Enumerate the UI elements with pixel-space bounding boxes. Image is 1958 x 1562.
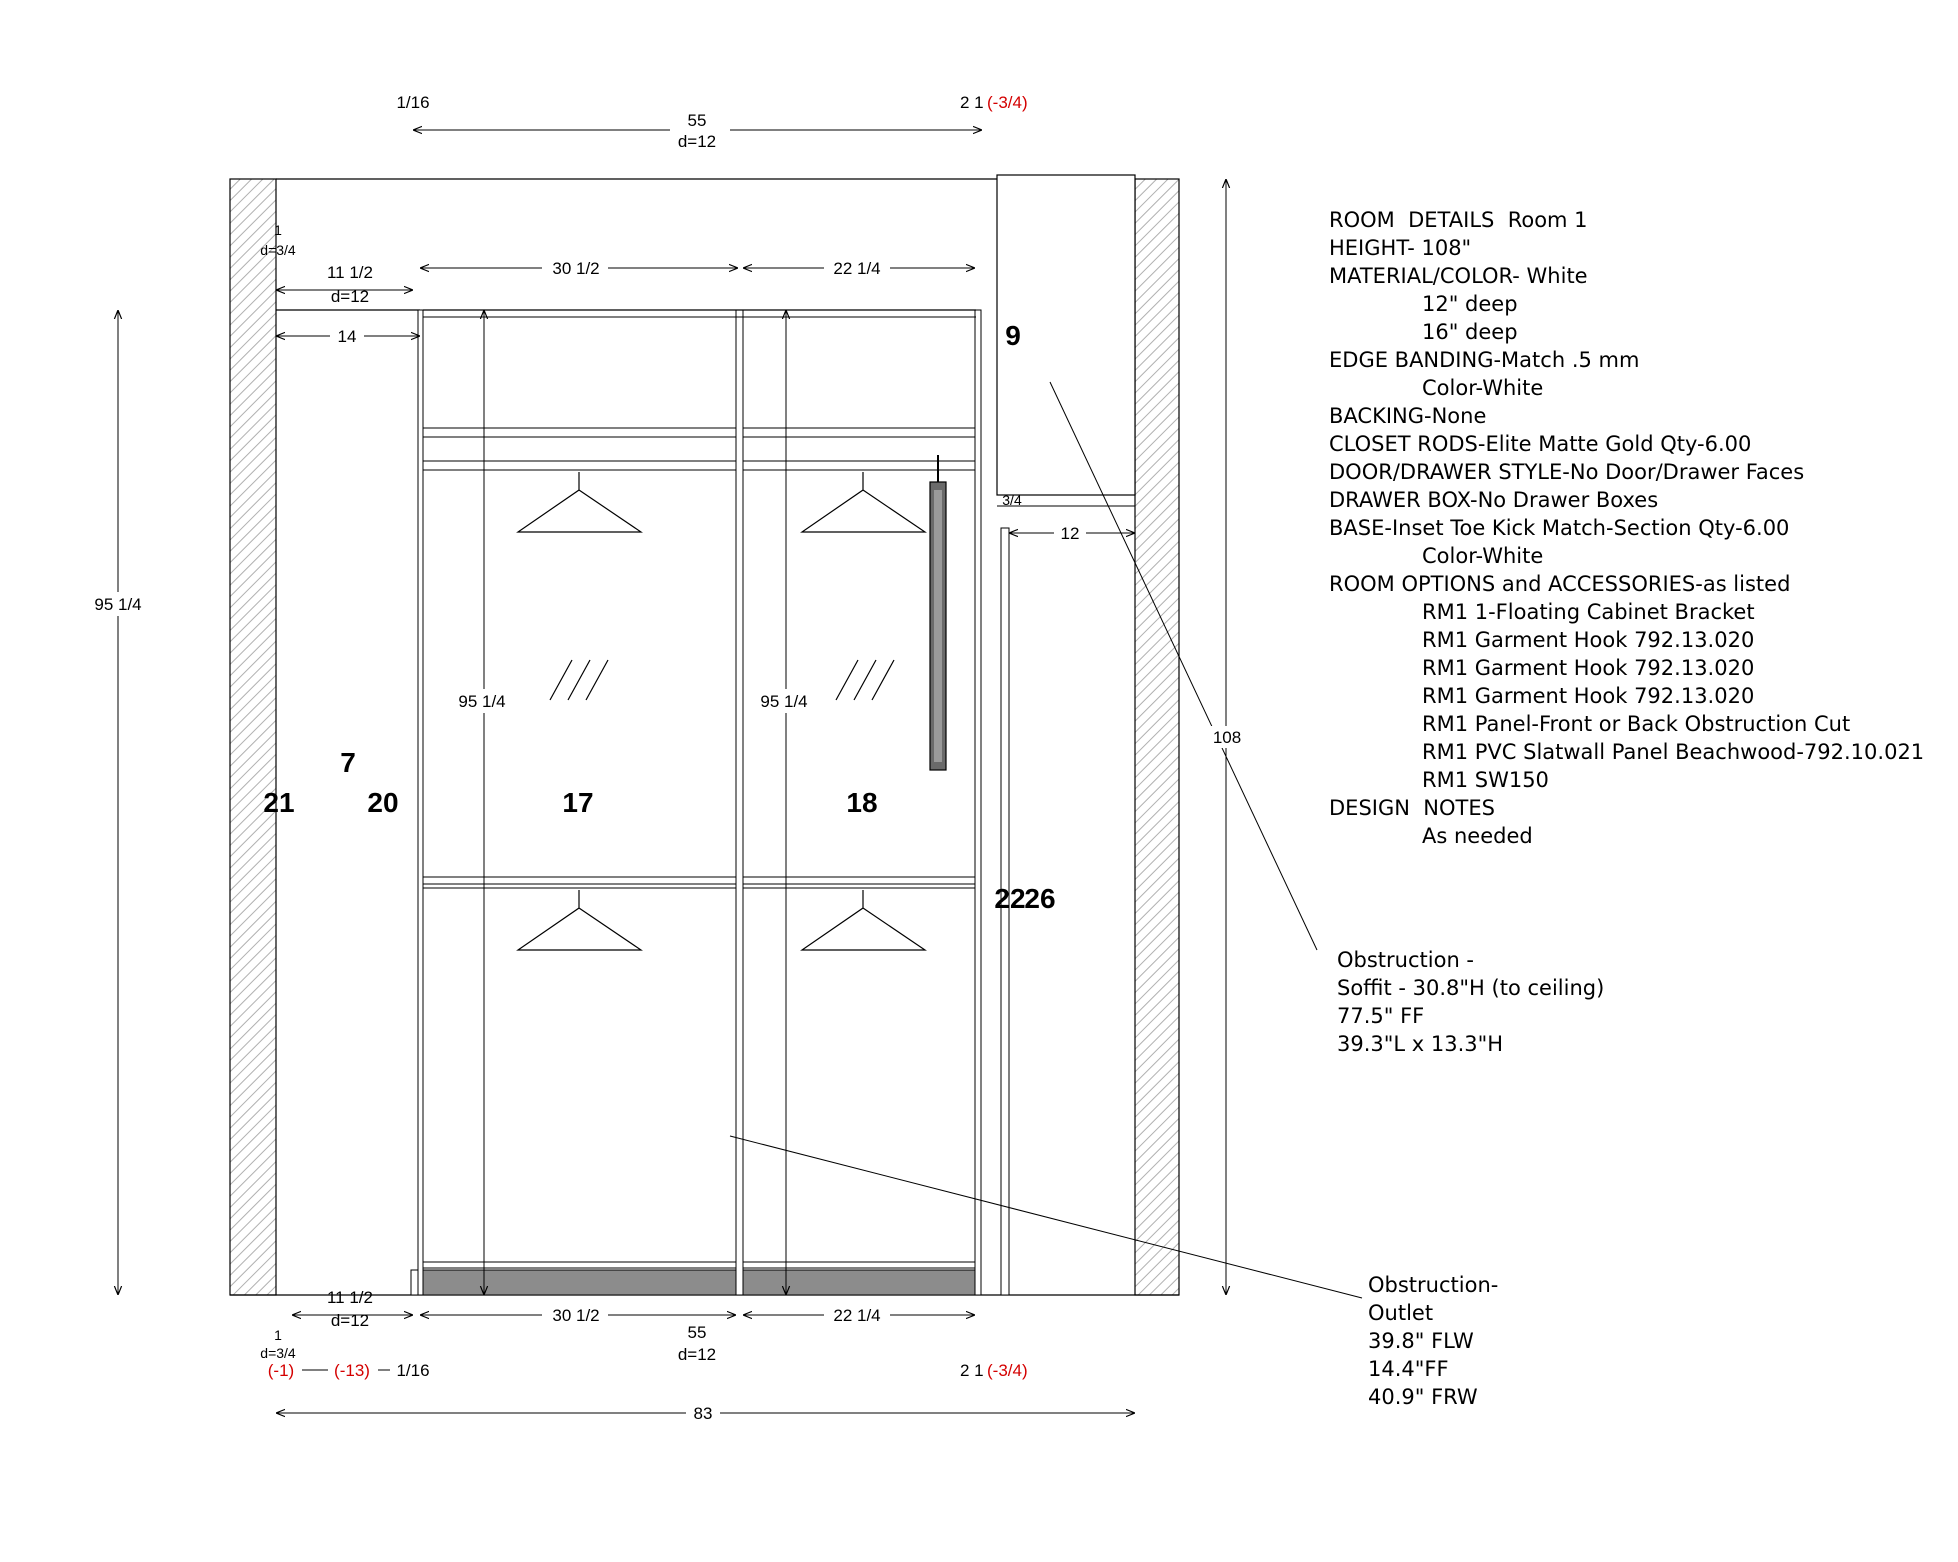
depth-16-note: 16" deep (1422, 320, 1518, 344)
dim-bottom-right-a: 2 1 (960, 1361, 984, 1380)
option-item: RM1 Panel-Front or Back Obstruction Cut (1422, 712, 1851, 736)
dim-left-section-w: 11 1/2 (327, 263, 373, 282)
option-item: RM1 1-Floating Cabinet Bracket (1422, 600, 1755, 624)
soffit-note-line: Soffit - 30.8"H (to ceiling) (1337, 976, 1605, 1000)
panel-20 (417, 309, 424, 1296)
option-item: RM1 Garment Hook 792.13.020 (1422, 628, 1755, 652)
section-label-22: 22 (994, 883, 1025, 914)
door-style-note: DOOR/DRAWER STYLE-No Door/Drawer Faces (1329, 460, 1805, 484)
mirror-glass-icon (549, 659, 609, 701)
options-header: ROOM OPTIONS and ACCESSORIES-as listed (1329, 572, 1791, 596)
option-item: RM1 SW150 (1422, 768, 1549, 792)
dim-18-height-label: 95 1/4 (760, 692, 807, 711)
dim-right-depth-label: 12 (1061, 524, 1080, 543)
dim-bottom-width-label: 55 (688, 1323, 707, 1342)
hanger-icon (516, 472, 643, 533)
dim-top-right-b: (-3/4) (987, 93, 1028, 112)
option-item: RM1 PVC Slatwall Panel Beachwood-792.10.… (1422, 740, 1925, 764)
soffit-obstruction-note: Obstruction - Soffit - 30.8"H (to ceilin… (1337, 946, 1604, 1058)
dim-left-height-label: 95 1/4 (94, 595, 141, 614)
outlet-leader-line (729, 1135, 1363, 1299)
dim-bottom-18-label: 22 1/4 (833, 1306, 880, 1325)
dim-top-fraction: 1/16 (396, 93, 429, 112)
soffit-note-line: Obstruction - (1337, 948, 1475, 972)
closet-rods-note: CLOSET RODS-Elite Matte Gold Qty-6.00 (1329, 432, 1752, 456)
dim-bottom-fraction: 1/16 (396, 1361, 429, 1380)
dim-bottom-red-2: (-13) (334, 1361, 370, 1380)
section-label-21: 21 (263, 787, 294, 818)
dim-left-14-label: 14 (338, 327, 357, 346)
room-details-notes: ROOM DETAILS Room 1 HEIGHT- 108" MATERIA… (1329, 206, 1924, 850)
section-label-7: 7 (340, 747, 356, 778)
section-17-shelves (422, 427, 737, 1269)
dim-17-height-label: 95 1/4 (458, 692, 505, 711)
dim-left-panel-d: d=3/4 (260, 242, 296, 258)
section-label-18: 18 (846, 787, 877, 818)
dim-bottom-depth-label: d=12 (678, 1345, 716, 1364)
dim-overall-width-label: 83 (694, 1404, 713, 1423)
room-details-header: ROOM DETAILS Room 1 (1329, 208, 1588, 232)
dim-bottom-17-label: 30 1/2 (552, 1306, 599, 1325)
right-wall (1134, 178, 1180, 1296)
dim-left-panel: 1 (274, 222, 282, 238)
dim-bottom-left-w: 11 1/2 (327, 1288, 373, 1307)
garment-hook-icon (929, 455, 947, 771)
dim-top-right-a: 2 1 (960, 93, 984, 112)
mirror-glass-icon (835, 659, 895, 701)
toe-kick-17 (422, 1269, 737, 1296)
panel-26 (1000, 527, 1010, 1296)
panel-18-right (974, 309, 982, 1296)
soffit-obstruction (996, 174, 1136, 496)
hanger-icon (800, 890, 927, 951)
toe-kick-18 (742, 1269, 976, 1296)
edge-color-note: Color-White (1422, 376, 1544, 400)
outlet-obstruction-note: Obstruction- Outlet 39.8" FLW 14.4"FF 40… (1368, 1271, 1498, 1411)
section-label-17: 17 (562, 787, 593, 818)
dim-overall-height-label: 108 (1213, 728, 1241, 747)
backing-note: BACKING-None (1329, 404, 1487, 428)
dim-17-width-label: 30 1/2 (552, 259, 599, 278)
outlet-note-line: Obstruction- (1368, 1273, 1499, 1297)
dim-bottom-left-d: d=12 (331, 1311, 369, 1330)
panel-17-18 (735, 309, 744, 1296)
base-color-note: Color-White (1422, 544, 1544, 568)
dim-bottom-panel: 1 (274, 1327, 282, 1343)
section-label-20: 20 (367, 787, 398, 818)
soffit-leader-line (1049, 381, 1318, 951)
dim-soffit-gap: 3/4 (1002, 492, 1022, 508)
design-notes-header: DESIGN NOTES (1329, 796, 1495, 820)
dim-top-depth-label: d=12 (678, 132, 716, 151)
hanger-icon (516, 890, 643, 951)
design-notes-text: As needed (1422, 824, 1533, 848)
edge-banding-note: EDGE BANDING-Match .5 mm (1329, 348, 1640, 372)
section-18-shelves (742, 427, 976, 1269)
soffit-note-line: 39.3"L x 13.3"H (1337, 1032, 1504, 1056)
left-wall (229, 178, 277, 1296)
drawer-box-note: DRAWER BOX-No Drawer Boxes (1329, 488, 1659, 512)
dim-18-width-label: 22 1/4 (833, 259, 880, 278)
soffit-note-line: 77.5" FF (1337, 1004, 1425, 1028)
outlet-note-line: 40.9" FRW (1368, 1385, 1478, 1409)
option-item: RM1 Garment Hook 792.13.020 (1422, 684, 1755, 708)
dim-left-section-d: d=12 (331, 287, 369, 306)
section-label-26: 26 (1024, 883, 1055, 914)
outlet-note-line: 14.4"FF (1368, 1357, 1449, 1381)
dim-bottom-right-b: (-3/4) (987, 1361, 1028, 1380)
material-note: MATERIAL/COLOR- White (1329, 264, 1588, 288)
base-note: BASE-Inset Toe Kick Match-Section Qty-6.… (1329, 516, 1790, 540)
dim-top-width-label: 55 (688, 111, 707, 130)
dim-bottom-panel-d: d=3/4 (260, 1345, 296, 1361)
option-item: RM1 Garment Hook 792.13.020 (1422, 656, 1755, 680)
dim-bottom-red-1: (-1) (268, 1361, 294, 1380)
depth-12-note: 12" deep (1422, 292, 1518, 316)
section-label-9: 9 (1005, 320, 1021, 351)
height-note: HEIGHT- 108" (1329, 236, 1472, 260)
hanger-icon (800, 472, 927, 533)
outlet-note-line: Outlet (1368, 1301, 1434, 1325)
outlet-note-line: 39.8" FLW (1368, 1329, 1474, 1353)
